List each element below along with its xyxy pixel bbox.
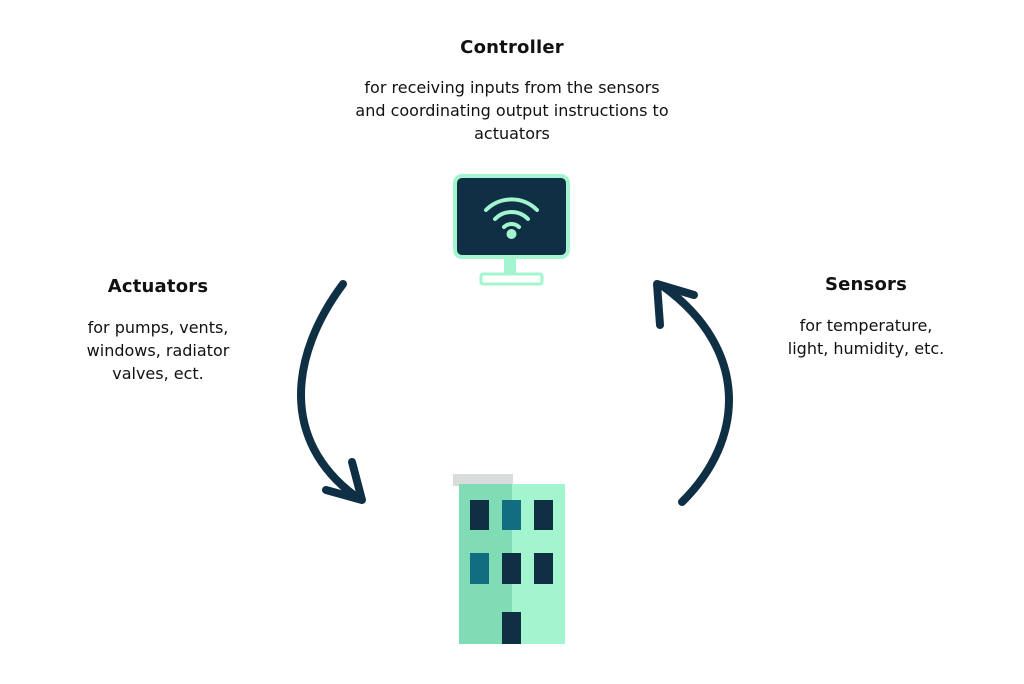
controller-desc-line-3: actuators	[474, 124, 550, 143]
left-arrow-shaft	[297, 280, 359, 500]
building-window	[534, 553, 553, 584]
monitor-screen	[453, 174, 570, 259]
curved-arrow-up-icon	[653, 280, 733, 506]
monitor-wifi-icon	[453, 174, 570, 286]
monitor-base	[479, 272, 544, 286]
building-window	[470, 553, 489, 584]
building-window	[502, 500, 521, 530]
actuators-desc-line-2: windows, radiator	[86, 341, 230, 360]
monitor-stand	[504, 257, 516, 275]
building-window	[502, 553, 521, 584]
sensors-desc-line-2: light, humidity, etc.	[787, 339, 945, 358]
controller-title: Controller	[460, 37, 564, 58]
wifi-dot	[506, 229, 517, 239]
actuators-desc-line-1: for pumps, vents,	[87, 318, 229, 337]
controller-desc-line-2: and coordinating output instructions to	[355, 101, 669, 120]
sensors-description: for temperature, light, humidity, etc.	[766, 314, 966, 360]
right-arrow-shaft	[660, 283, 733, 506]
curved-arrow-down-icon	[297, 280, 366, 504]
wifi-arc-middle	[493, 210, 530, 221]
actuators-title: Actuators	[107, 276, 209, 297]
left-arrow-head	[322, 458, 366, 504]
building-window	[534, 500, 553, 530]
controller-desc-line-1: for receiving inputs from the sensors	[364, 78, 660, 97]
sensors-desc-line-1: for temperature,	[799, 316, 933, 335]
building-icon	[453, 474, 565, 644]
right-arrow-head	[653, 280, 698, 329]
building-door	[502, 612, 521, 644]
actuators-desc-line-3: valves, ect.	[112, 364, 204, 383]
actuators-description: for pumps, vents, windows, radiator valv…	[58, 316, 258, 385]
wifi-arc-outer	[484, 197, 539, 212]
controller-description: for receiving inputs from the sensors an…	[312, 76, 712, 145]
building-window	[470, 500, 489, 530]
sensors-title: Sensors	[824, 274, 908, 295]
building-roof	[453, 474, 513, 486]
wifi-arc-inner	[502, 222, 521, 229]
